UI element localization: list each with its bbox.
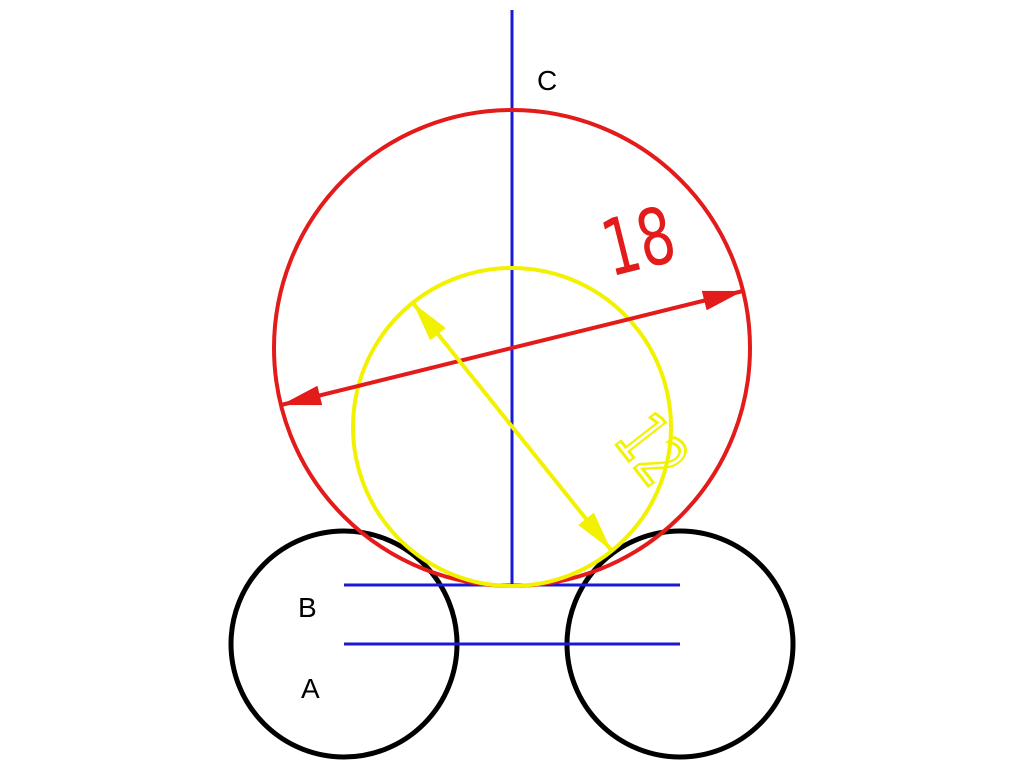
small-circle: [351, 266, 673, 588]
point-label-a: A: [301, 673, 320, 704]
large-diameter-label: 18: [593, 190, 684, 295]
point-label-b: B: [298, 592, 317, 623]
point-label-c: C: [537, 65, 557, 96]
small-diameter-label: 12: [599, 398, 705, 501]
small-diameter-dimension-line: [411, 301, 613, 552]
